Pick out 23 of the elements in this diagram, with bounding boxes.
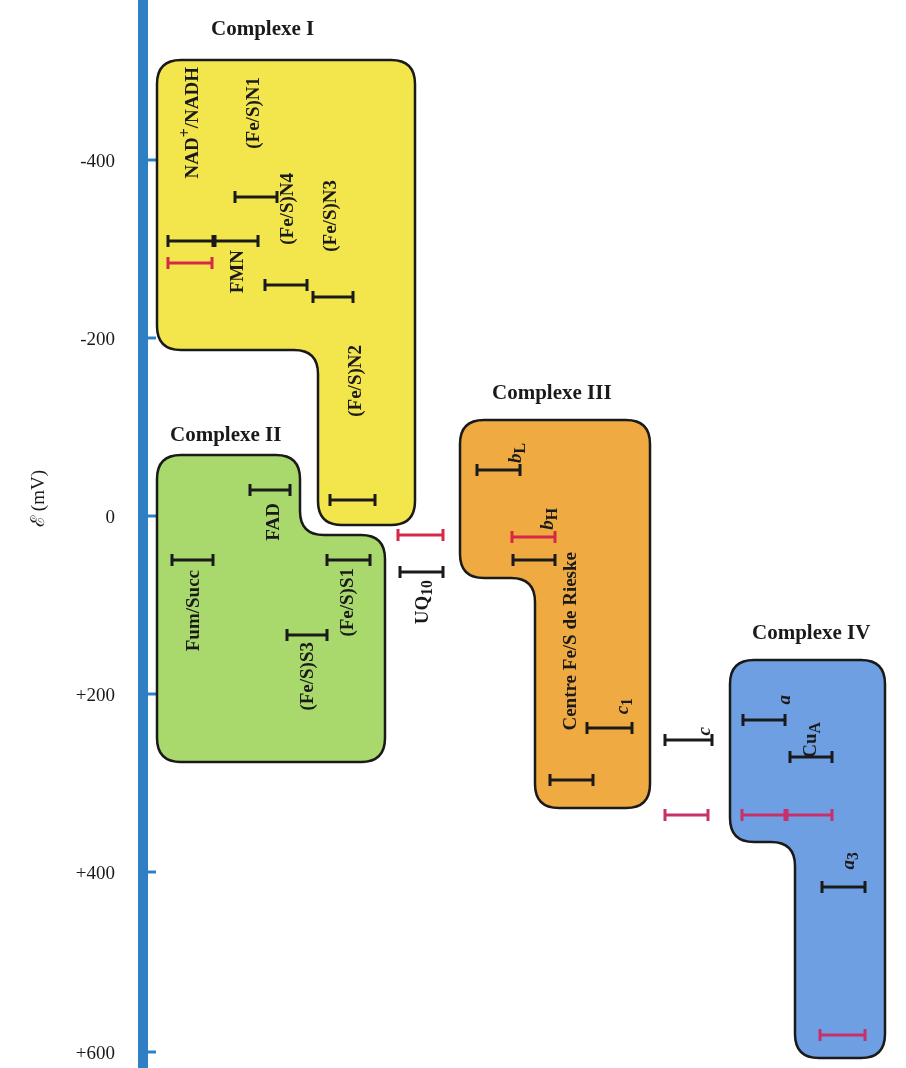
complex-title: Complexe I (211, 18, 315, 39)
carrier-label: a (774, 695, 793, 705)
carrier-label: (Fe/S)S1 (337, 568, 356, 637)
axis-tick-label: +200 (74, 685, 115, 704)
axis-tick-label: -200 (79, 329, 115, 348)
complex-title: Complexe III (492, 382, 612, 403)
carrier-label: (Fe/S)N4 (277, 173, 296, 245)
carrier-label: (Fe/S)S3 (297, 642, 316, 711)
axis-tick-label: +600 (74, 1043, 115, 1062)
carrier-label: (Fe/S)N1 (243, 77, 262, 149)
carrier-label: FAD (263, 503, 282, 541)
carrier-label: (Fe/S)N3 (320, 180, 339, 252)
carrier-label: Fum/Succ (183, 570, 202, 652)
carrier-label: FMN (227, 250, 246, 294)
axis-title: ℰ (mV) (28, 470, 47, 527)
complex-title: Complexe IV (752, 622, 871, 643)
axis-tick-label: 0 (104, 507, 115, 526)
carrier-label: c (694, 727, 713, 736)
carrier-label: Centre Fe/S de Rieske (560, 552, 579, 731)
axis-tick-label: -400 (79, 151, 115, 170)
axis-tick-label: +400 (74, 863, 115, 882)
carrier-label: (Fe/S)N2 (345, 345, 364, 417)
complex-title: Complexe II (170, 424, 282, 445)
